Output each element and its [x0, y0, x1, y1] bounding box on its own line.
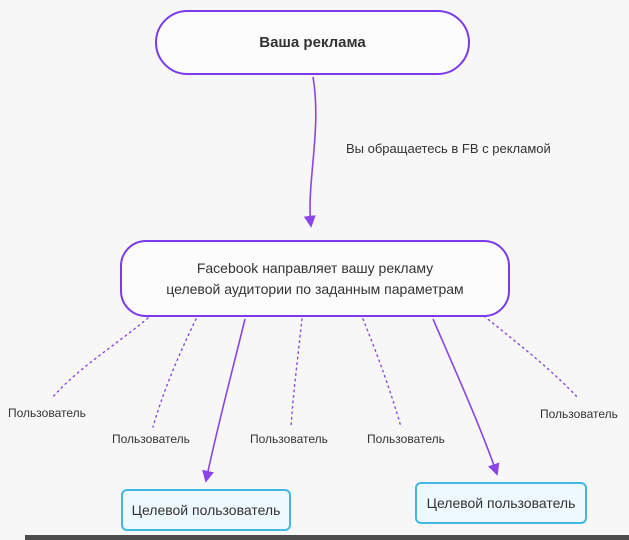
edge-to-target-left [202, 318, 246, 483]
edge-to-target-right [432, 318, 500, 476]
node-facebook: Facebook направляет вашу рекламу целевой… [120, 240, 510, 317]
bottom-bar [25, 535, 629, 540]
node-your-ad: Ваша реклама [155, 10, 470, 75]
edge-to-user-2 [152, 318, 197, 428]
user-label: Пользователь [367, 432, 445, 446]
edge-top-to-facebook [303, 76, 317, 228]
user-label: Пользователь [8, 406, 86, 420]
node-facebook-label: Facebook направляет вашу рекламу целевой… [166, 260, 464, 297]
edge-to-user-3 [290, 318, 303, 428]
edge-label-top: Вы обращаетесь в FB с рекламой [343, 140, 554, 157]
edge-to-user-5 [483, 315, 579, 399]
node-your-ad-label: Ваша реклама [259, 34, 366, 51]
target-user-box-left: Целевой пользователь [121, 489, 291, 531]
user-label: Пользователь [250, 432, 328, 446]
target-user-right-label: Целевой пользователь [426, 495, 576, 511]
target-user-left-label: Целевой пользователь [131, 502, 281, 518]
user-label: Пользователь [540, 407, 618, 421]
edge-to-user-1 [51, 317, 149, 399]
target-user-box-right: Целевой пользователь [415, 482, 587, 524]
user-label: Пользователь [112, 432, 190, 446]
edge-to-user-4 [362, 318, 402, 428]
